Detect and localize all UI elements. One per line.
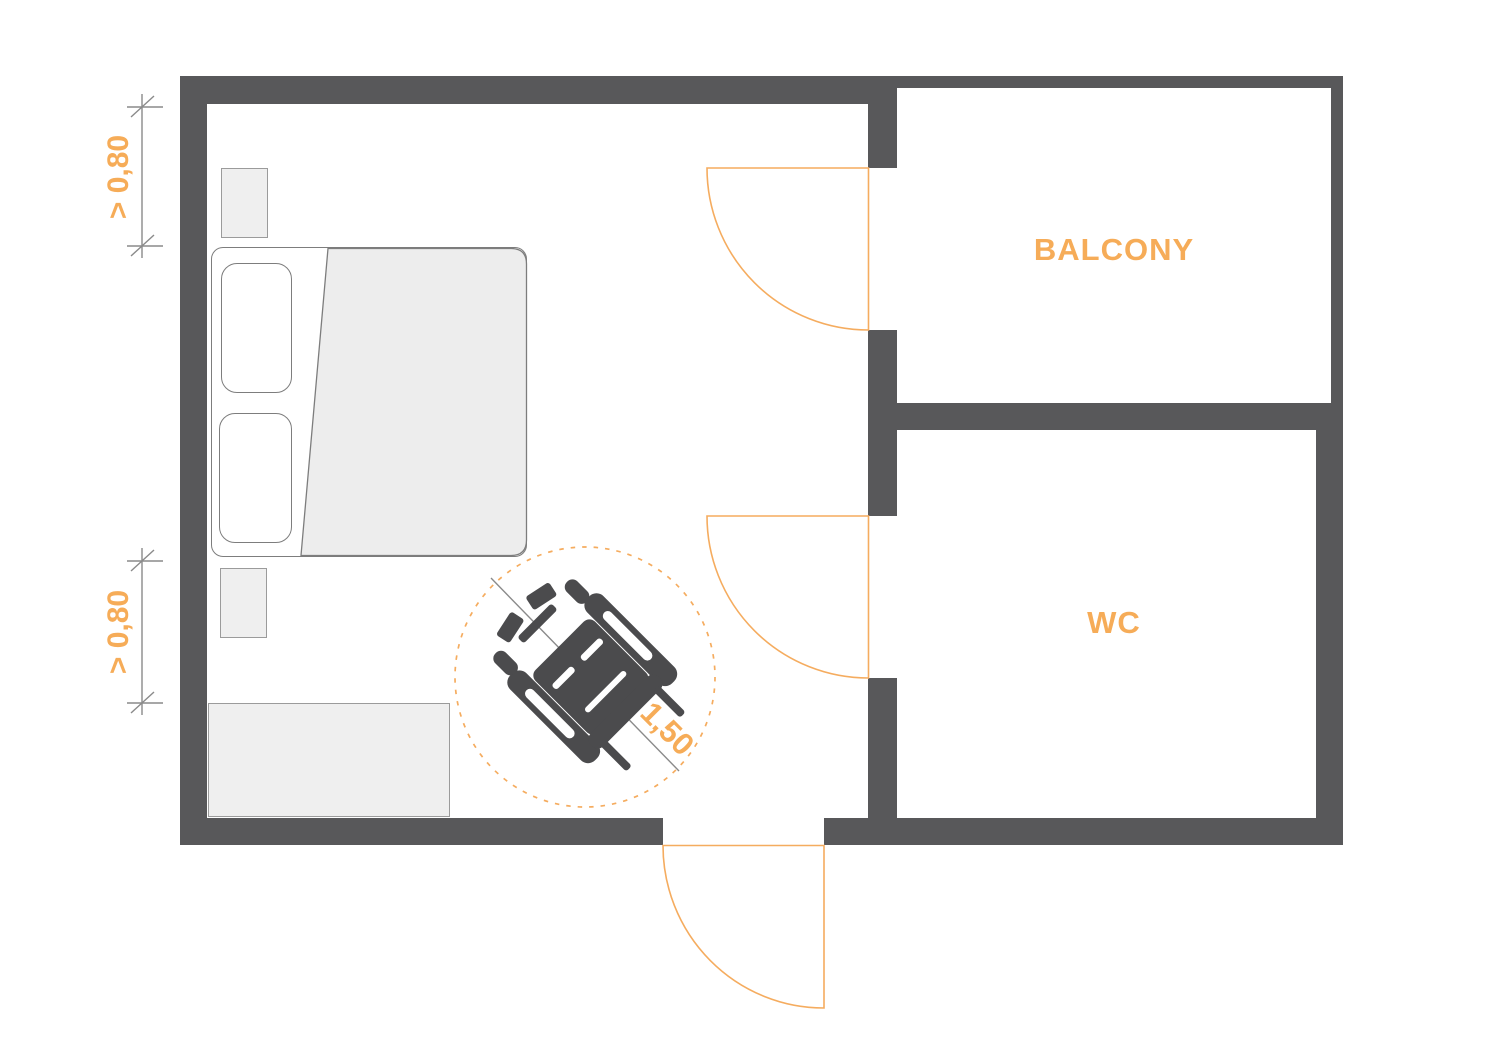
nightstand-top	[221, 168, 268, 238]
wc-door-swing	[706, 515, 870, 679]
wall-bottom-left	[180, 818, 663, 845]
wall-top	[180, 76, 897, 104]
wall-left	[180, 76, 207, 845]
clearance-bottom-label: > 0,80	[102, 589, 135, 675]
balcony-door-swing	[706, 167, 870, 331]
turning-diameter-label: 1,50	[633, 694, 702, 763]
wall-wc-right	[1316, 403, 1343, 845]
nightstand-bottom	[220, 568, 267, 638]
wall-divider-top	[868, 76, 897, 168]
balcony-label: BALCONY	[1033, 232, 1195, 267]
wall-balcony-right	[1331, 76, 1343, 430]
dresser	[208, 703, 450, 817]
wall-bottom-right	[824, 818, 1343, 845]
wall-balcony-top	[897, 76, 1343, 88]
entrance-door-swing	[662, 844, 825, 1009]
turning-circle	[454, 546, 716, 808]
clearance-top-label: > 0,80	[102, 134, 135, 220]
wall-divider-bottom	[868, 678, 897, 845]
wall-balcony-bottom	[868, 403, 1343, 430]
pillow-top	[221, 263, 292, 393]
pillow-bottom	[219, 413, 292, 543]
wc-label: WC	[1087, 605, 1141, 640]
